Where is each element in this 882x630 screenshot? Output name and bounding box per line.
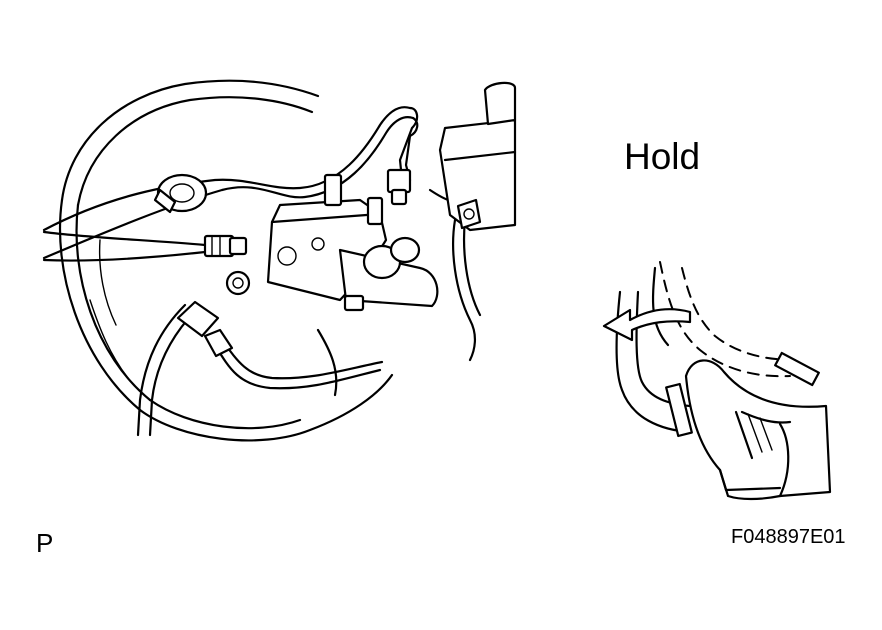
foot-shoe: [684, 359, 832, 501]
pedal-pad-released: [774, 351, 820, 387]
pedal-released-position: [659, 261, 796, 378]
brake-master-cylinder-illustration: [42, 79, 517, 442]
figure-id-label: F048897E01: [731, 526, 846, 548]
fluid-reservoir: [438, 81, 517, 232]
brake-lines: [42, 106, 482, 437]
line-fittings: [153, 168, 412, 358]
pedal-pad-pressed: [665, 382, 693, 438]
brake-pedal-foot-illustration: [602, 261, 832, 501]
master-cylinder-body: [266, 173, 472, 312]
corner-label: P: [36, 528, 54, 558]
curved-arrow-left-icon: [602, 308, 692, 342]
brake-booster-drum: [58, 79, 394, 442]
action-label-hold: Hold: [624, 136, 701, 177]
